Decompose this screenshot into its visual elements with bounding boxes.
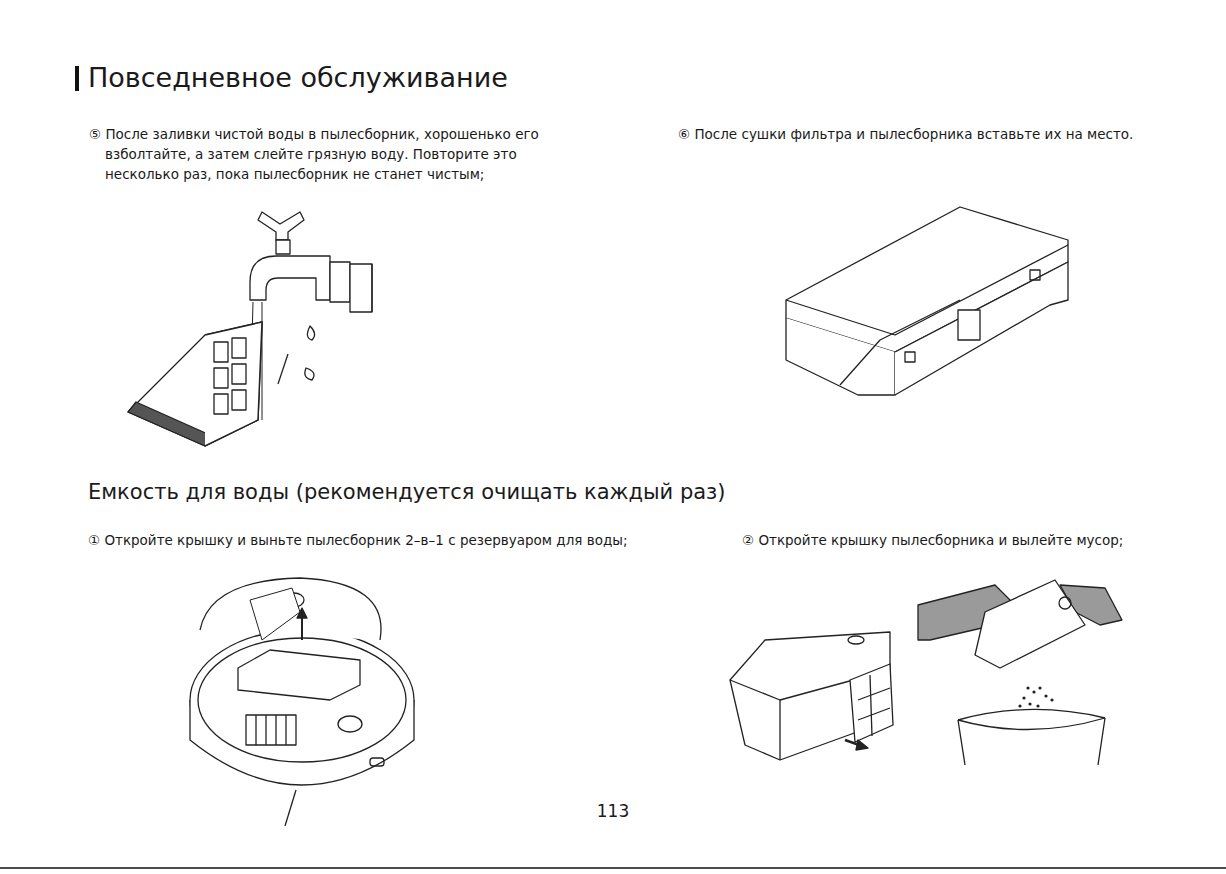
page-title: Повседневное обслуживание bbox=[88, 62, 508, 93]
step-text: ⑥ После сушки фильтра и пылесборника вст… bbox=[678, 124, 1198, 144]
step-text: ⑤ После заливки чистой воды в пылесборни… bbox=[89, 124, 575, 184]
robot-vacuum-illustration bbox=[190, 578, 414, 826]
dustbin-emptying-illustration bbox=[730, 580, 1122, 765]
bottom-rule bbox=[0, 867, 1226, 869]
assembled-dustbin-illustration bbox=[786, 207, 1068, 395]
step-text: ② Откройте крышку пылесборника и вылейте… bbox=[742, 530, 1212, 550]
step-text: ① Откройте крышку и выньте пылесборник 2… bbox=[88, 530, 728, 550]
page-number: 113 bbox=[583, 800, 643, 822]
title-bar bbox=[75, 66, 79, 91]
faucet-rinse-illustration bbox=[128, 212, 372, 446]
section-heading: Емкость для воды (рекомендуется очищать … bbox=[88, 478, 848, 506]
